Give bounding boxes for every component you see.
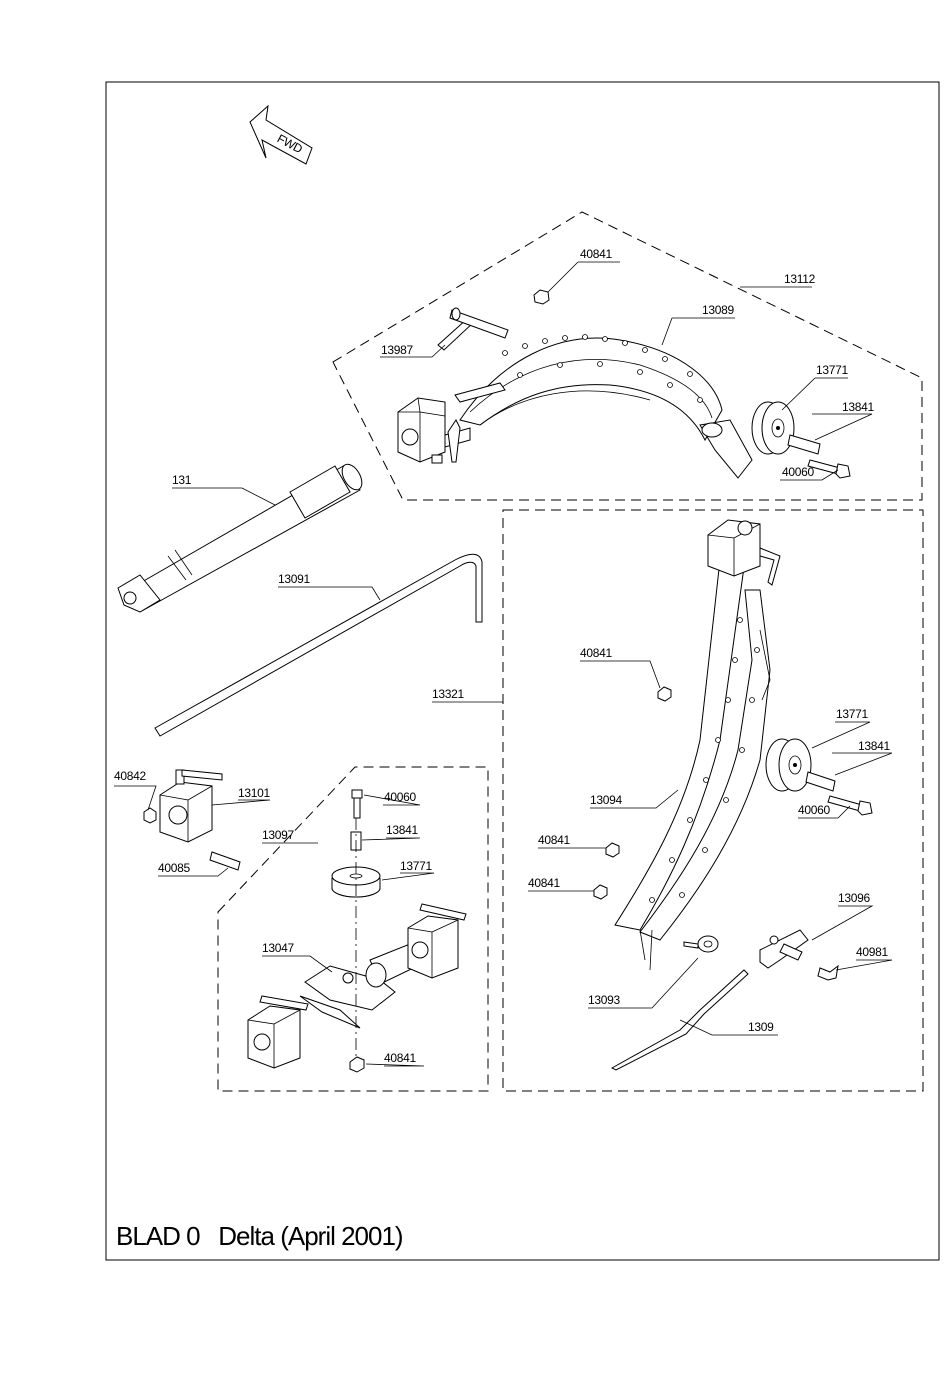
forward-arrow-icon: FWD xyxy=(250,106,312,164)
clamp-block-13097-left xyxy=(248,996,308,1068)
bolt-40060-right xyxy=(828,796,872,815)
wheel-13771-top xyxy=(752,402,794,454)
label-40841-top: 40841 xyxy=(580,247,612,261)
label-13089: 13089 xyxy=(702,303,734,317)
label-40841-mid: 40841 xyxy=(580,646,612,660)
label-13321: 13321 xyxy=(432,687,464,701)
label-40085: 40085 xyxy=(158,861,190,875)
label-13771-right: 13771 xyxy=(836,707,868,721)
clamp-block-13097-right xyxy=(408,904,466,978)
tube-131 xyxy=(118,461,366,612)
eye-bolt-13093 xyxy=(684,936,718,952)
nut-40841-lower-b xyxy=(594,885,607,899)
label-40060-right: 40060 xyxy=(798,803,830,817)
label-13841-right: 13841 xyxy=(858,739,890,753)
label-13771-top: 13771 xyxy=(816,363,848,377)
clamp-13101 xyxy=(144,770,240,870)
nut-40841-lower-a xyxy=(606,843,619,857)
nut-40841-mid xyxy=(658,687,671,701)
label-40842: 40842 xyxy=(114,769,146,783)
label-13093: 13093 xyxy=(588,993,620,1007)
label-40981: 40981 xyxy=(856,945,888,959)
label-13112: 13112 xyxy=(784,272,816,286)
label-40841-lower-b: 40841 xyxy=(528,876,560,890)
label-13094: 13094 xyxy=(590,793,622,807)
label-13097: 13097 xyxy=(262,828,294,842)
wheel-13771-right xyxy=(766,739,811,791)
label-13047: 13047 xyxy=(262,941,294,955)
label-1309: 1309 xyxy=(748,1020,774,1034)
pin-13987 xyxy=(438,308,508,350)
beam-13089 xyxy=(455,335,752,479)
nut-40841-center xyxy=(350,1057,364,1072)
beam-13094 xyxy=(615,560,770,970)
nut-40841-top xyxy=(534,290,549,304)
label-131: 131 xyxy=(172,473,192,487)
label-13091: 13091 xyxy=(278,572,310,586)
sheet-title: BLAD 0 Delta (April 2001) xyxy=(116,1221,403,1251)
clamp-13096 xyxy=(760,930,808,968)
label-13841-center: 13841 xyxy=(386,823,418,837)
sheet-border xyxy=(106,82,939,1260)
label-40841-center: 40841 xyxy=(384,1051,416,1065)
label-13987: 13987 xyxy=(381,343,413,357)
label-13101: 13101 xyxy=(238,786,270,800)
wing-nut-40981 xyxy=(818,966,838,980)
rod-13091 xyxy=(155,554,482,736)
clamp-block-13112 xyxy=(398,398,470,463)
label-40841-lower-a: 40841 xyxy=(538,833,570,847)
label-40060-center: 40060 xyxy=(384,790,416,804)
bushing-13841-right xyxy=(806,772,835,791)
bolt-40060-center xyxy=(352,790,362,818)
label-13771-center: 13771 xyxy=(400,859,432,873)
label-40060-top: 40060 xyxy=(782,465,814,479)
label-13096: 13096 xyxy=(838,891,870,905)
bushing-13841-top xyxy=(788,435,820,454)
label-13841-top: 13841 xyxy=(842,400,874,414)
